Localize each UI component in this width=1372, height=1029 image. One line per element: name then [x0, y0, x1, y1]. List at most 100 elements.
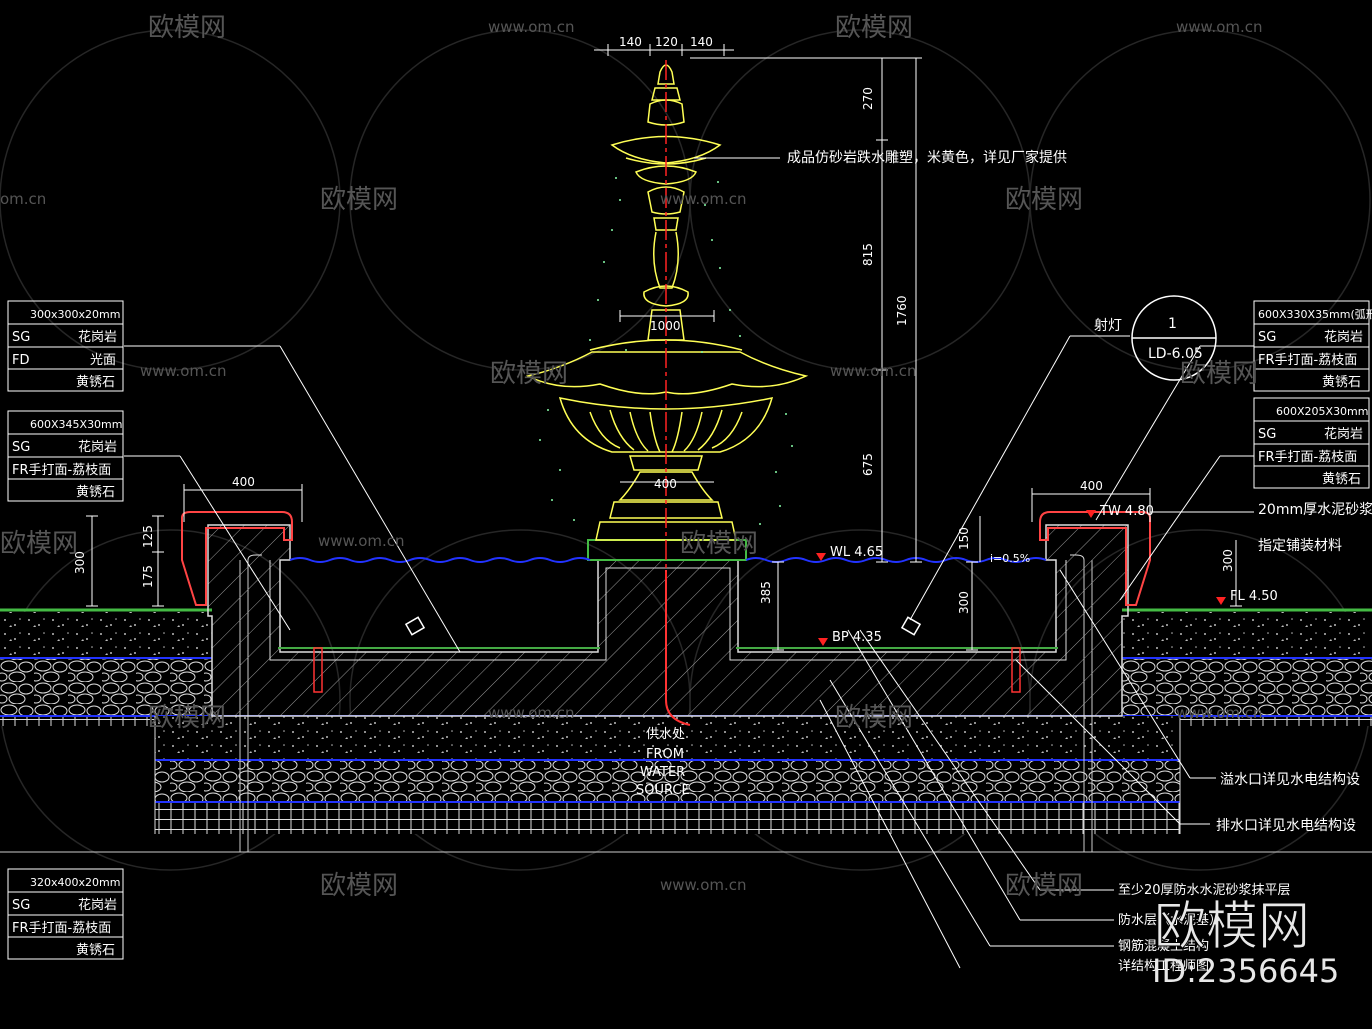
watermark-url: www.om.cn	[318, 532, 405, 550]
table-2-finish: FR手打面-荔枝面	[12, 463, 111, 478]
watermark-brand: 欧模网	[1005, 871, 1083, 901]
watermark-brand: 欧模网	[680, 529, 758, 559]
dim-left-175: 175	[141, 565, 155, 588]
watermark-brand: 欧模网	[320, 871, 398, 901]
big-watermark: 欧模网 ID:2356645	[1152, 897, 1339, 991]
big-brand: 欧模网	[1154, 897, 1310, 957]
table-3-material: 花岗岩	[78, 897, 117, 913]
table-3-color: 黄锈石	[76, 943, 115, 958]
dimension-texts: 140 120 140 270 815 1760 675 1000 400 40…	[73, 35, 1235, 614]
table-4-code: SG	[1258, 330, 1276, 345]
dimension-lines	[86, 44, 1242, 651]
table-5-color: 黄锈石	[1322, 472, 1361, 487]
dim-left-300: 300	[73, 551, 87, 574]
watermark-brand: 欧模网	[490, 359, 568, 389]
table-2-color: 黄锈石	[76, 485, 115, 500]
supply-en-1: FROM	[646, 747, 684, 762]
watermark-url: www.om.cn	[488, 18, 575, 36]
table-1-code: FD	[12, 353, 30, 368]
watermark-url: www.om.cn	[830, 362, 917, 380]
supply-en-3: SOURCE	[636, 783, 690, 798]
watermark-url: www.om.cn	[660, 876, 747, 894]
elev-bp: BP 4.35	[832, 630, 882, 645]
table-5-finish: FR手打面-荔枝面	[1258, 450, 1357, 465]
detail-callout	[1131, 295, 1217, 381]
dim-300-right: 300	[1221, 549, 1235, 572]
dim-270: 270	[861, 87, 875, 110]
dim-150: 150	[957, 527, 971, 550]
splash-dots	[539, 177, 793, 525]
dim-tier-width: 1000	[650, 319, 681, 333]
detail-number: 1	[1168, 316, 1177, 332]
elevation-markers	[816, 510, 1226, 646]
watermark-url: www.om.cn	[488, 704, 575, 722]
dim-385: 385	[759, 581, 773, 604]
dim-top-left: 140	[619, 35, 642, 49]
table-5-size: 600X205X30mm	[1276, 405, 1369, 418]
water-surface	[278, 557, 1058, 649]
table-5-code: SG	[1258, 427, 1276, 442]
elev-wl: WL 4.65	[830, 545, 883, 560]
layer-callout-2: 防水层（水泥基）	[1118, 912, 1222, 928]
watermark-brand: 欧模网	[1180, 359, 1258, 389]
table-5-material: 花岗岩	[1324, 426, 1363, 442]
material-tables	[7, 300, 1370, 960]
id-text: ID:2356645	[1152, 952, 1339, 990]
pool-foundation	[0, 560, 1372, 853]
table-3-size: 320x400x20mm	[30, 876, 120, 889]
dim-top-right: 140	[690, 35, 713, 49]
pipes	[247, 554, 1085, 726]
elev-tw: TW 4.80	[1099, 504, 1154, 519]
dim-1760: 1760	[895, 295, 909, 326]
table-3-code: SG	[12, 898, 30, 913]
table-4-size: 600X330X35mm(弧形切割)	[1258, 307, 1372, 321]
watermark-brand: 欧模网	[835, 703, 913, 733]
spotlight-left-icon	[404, 616, 426, 636]
watermark-brand: 欧模网	[835, 13, 913, 43]
elevation-texts: WL 4.65 BP 4.35 TW 4.80 FL 4.50 i=0.5%	[830, 504, 1278, 645]
fountain-sculpture	[525, 64, 809, 541]
table-4-material: 花岗岩	[1324, 329, 1363, 345]
material-table-texts: 300x300x20mm SG 花岗岩 FD 光面 黄锈石 600X345X30…	[12, 307, 1372, 958]
drain-callout: 排水口详见水电结构设	[1216, 818, 1356, 834]
watermark-brand: 欧模网	[1005, 185, 1083, 215]
layer-callout-4: 详结构工程师图	[1118, 959, 1209, 974]
ground-outside	[0, 608, 1372, 726]
watermark-brand: 欧模网	[148, 13, 226, 43]
overflow-callout: 溢水口详见水电结构设	[1220, 772, 1360, 788]
dim-left-wall: 400	[232, 475, 255, 489]
leader-lines	[124, 157, 1254, 969]
detail-reference: LD-6.05	[1148, 346, 1203, 362]
spotlight-right-icon	[900, 616, 922, 636]
mortar-callout: 20mm厚水泥砂浆	[1258, 502, 1372, 518]
dim-left-125: 125	[141, 525, 155, 548]
watermark-url: www.om.cn	[1176, 704, 1263, 722]
table-1-material: 花岗岩	[78, 329, 117, 345]
callout-texts: 成品仿砂岩跌水雕塑，米黄色，详见厂家提供 射灯 1 LD-6.05 20mm厚水…	[636, 149, 1372, 974]
supply-en-2: WATER	[640, 765, 685, 780]
layer-callout-1: 至少20厚防水水泥砂浆抹平层	[1118, 882, 1291, 898]
dim-top-mid: 120	[655, 35, 678, 49]
watermark-brand: 欧模网	[0, 529, 78, 559]
dim-right-wall: 400	[1080, 479, 1103, 493]
table-1-size: 300x300x20mm	[30, 308, 120, 321]
finish-callout: 指定铺装材料	[1258, 538, 1342, 554]
watermark-url: www.om.cn	[140, 362, 227, 380]
sculpture-callout: 成品仿砂岩跌水雕塑，米黄色，详见厂家提供	[787, 149, 1067, 166]
dim-300-mid: 300	[957, 591, 971, 614]
table-2-material: 花岗岩	[78, 439, 117, 455]
supply-cn: 供水处	[646, 727, 685, 742]
table-2-size: 600X345X30mm	[30, 418, 123, 431]
table-1-code: SG	[12, 330, 30, 345]
dim-815: 815	[861, 243, 875, 266]
table-4-finish: FR手打面-荔枝面	[1258, 353, 1357, 368]
layer-callout-3: 钢筋混凝土结构	[1118, 938, 1209, 954]
spotlight-callout: 射灯	[1094, 318, 1122, 334]
watermark-texts: 欧模网 欧模网 欧模网 欧模网 欧模网 欧模网 欧模网 欧模网 欧模网 欧模网 …	[0, 13, 1258, 901]
table-1-finish: 光面	[90, 353, 116, 368]
watermark-brand: 欧模网	[320, 185, 398, 215]
watermark-url: www.om.cn	[660, 190, 747, 208]
watermark-urls: www.om.cn www.om.cn om.cn www.om.cn www.…	[0, 18, 1263, 894]
table-4-color: 黄锈石	[1322, 375, 1361, 390]
